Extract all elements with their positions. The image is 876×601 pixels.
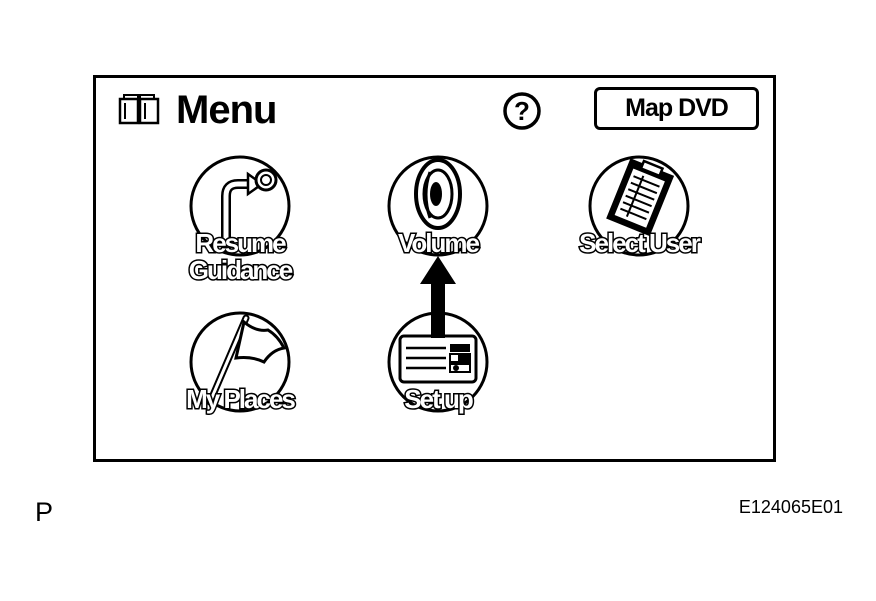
resume-guidance-label-line2: Guidance <box>187 255 294 285</box>
my-places-button[interactable]: My Places <box>160 310 320 460</box>
set-up-label: Set up <box>403 384 475 414</box>
volume-button[interactable]: Volume <box>358 154 518 304</box>
volume-label: Volume <box>397 228 482 258</box>
clipboard-icon <box>588 155 690 257</box>
select-user-button[interactable]: Select User <box>559 154 719 304</box>
svg-text:?: ? <box>514 96 530 126</box>
flag-icon <box>189 311 291 413</box>
my-places-label: My Places <box>185 384 298 414</box>
figure-id: E124065E01 <box>738 497 843 517</box>
map-dvd-button[interactable]: Map DVD <box>594 87 759 130</box>
speaker-icon <box>387 155 489 257</box>
resume-guidance-button[interactable]: Resume Guidance <box>160 154 320 304</box>
menu-header: Menu <box>118 88 277 132</box>
help-button[interactable]: ? <box>502 91 542 131</box>
page-letter: P <box>35 497 54 527</box>
map-dvd-label: Map DVD <box>625 94 729 122</box>
navigation-menu-screen: Menu ? Map DVD Resume Guidance <box>93 75 776 462</box>
page-title: Menu <box>176 88 277 132</box>
resume-guidance-label-line1: Resume <box>194 228 288 258</box>
resume-guidance-icon <box>189 155 291 257</box>
up-arrow-icon <box>420 256 456 338</box>
book-icon <box>118 94 160 125</box>
select-user-label: Select User <box>578 228 703 258</box>
question-icon: ? <box>503 92 541 130</box>
